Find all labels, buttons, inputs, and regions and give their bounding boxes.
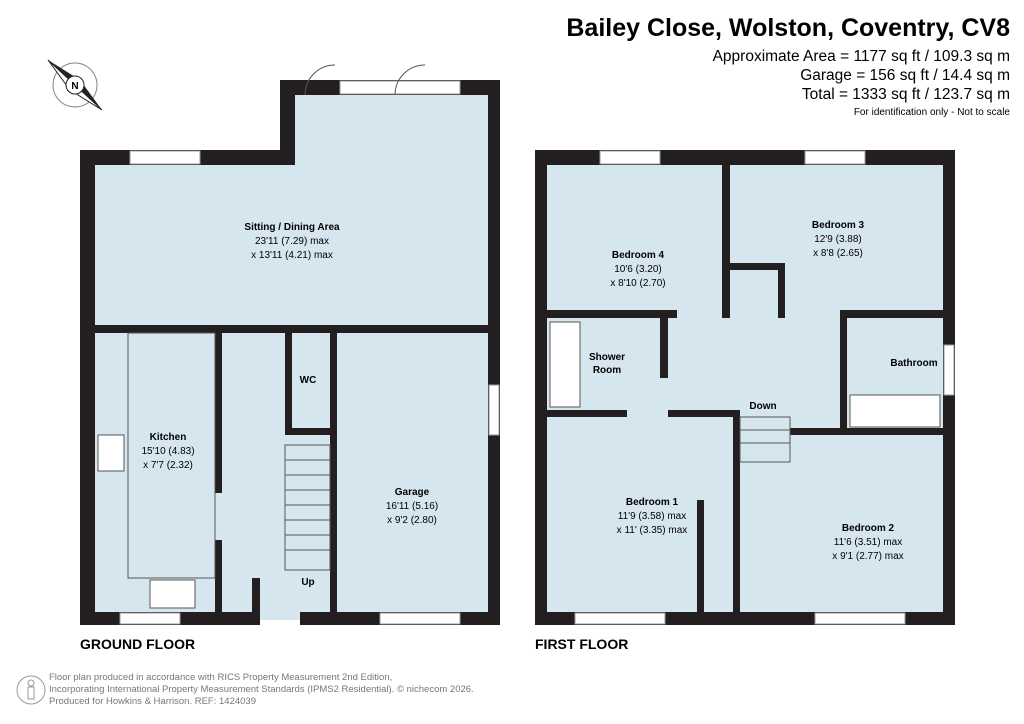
ground-floor-label: GROUND FLOOR <box>80 636 196 652</box>
ground-floor-plan: Sitting / Dining Area 23'11 (7.29) max x… <box>80 64 500 625</box>
room-name: Bedroom 3 <box>812 220 865 231</box>
room-name: Room <box>593 365 621 376</box>
room-name: Sitting / Dining Area <box>244 222 340 233</box>
footer-line: Produced for Howkins & Harrison. REF: 14… <box>49 696 256 707</box>
room-dims: x 9'1 (2.77) max <box>832 551 903 562</box>
compass-icon: N <box>47 59 103 111</box>
room-dims: 10'6 (3.20) <box>614 264 662 275</box>
room-name: Bedroom 2 <box>842 523 895 534</box>
stairs-label: Up <box>301 577 314 588</box>
room-dims: x 8'8 (2.65) <box>813 248 863 259</box>
room-name: Garage <box>395 487 430 498</box>
stairs-label: Down <box>749 401 776 412</box>
room-dims: 11'6 (3.51) max <box>834 537 902 548</box>
first-floor-label: FIRST FLOOR <box>535 636 629 652</box>
footer-line: Incorporating International Property Mea… <box>49 684 474 695</box>
room-dims: 16'11 (5.16) <box>386 501 438 512</box>
room-dims: 23'11 (7.29) max <box>255 236 329 247</box>
footer-line: Floor plan produced in accordance with R… <box>49 672 393 683</box>
room-name: Bedroom 4 <box>612 250 665 261</box>
room-dims: 12'9 (3.88) <box>814 234 862 245</box>
room-dims: x 8'10 (2.70) <box>610 278 665 289</box>
room-name: Bathroom <box>890 358 937 369</box>
room-dims: 11'9 (3.58) max <box>618 511 686 522</box>
total-area: Total = 1333 sq ft / 123.7 sq m <box>801 86 1010 103</box>
compass-label: N <box>71 81 78 92</box>
property-address: Bailey Close, Wolston, Coventry, CV8 <box>566 14 1010 42</box>
room-dims: x 13'11 (4.21) max <box>251 250 333 261</box>
room-dims: x 11' (3.35) max <box>617 525 688 536</box>
room-dims: x 9'2 (2.80) <box>387 515 437 526</box>
room-name: Shower <box>589 352 625 363</box>
garage-area: Garage = 156 sq ft / 14.4 sq m <box>800 67 1010 84</box>
approximate-area: Approximate Area = 1177 sq ft / 109.3 sq… <box>712 48 1010 65</box>
room-name: WC <box>300 375 317 386</box>
disclaimer: For identification only - Not to scale <box>853 107 1010 118</box>
room-name: Bedroom 1 <box>626 497 679 508</box>
person-icon <box>16 675 46 705</box>
room-dims: x 7'7 (2.32) <box>143 460 193 471</box>
room-name: Kitchen <box>150 432 187 443</box>
room-dims: 15'10 (4.83) <box>141 446 194 457</box>
first-floor-plan: Bedroom 4 10'6 (3.20) x 8'10 (2.70) Bedr… <box>535 150 955 625</box>
